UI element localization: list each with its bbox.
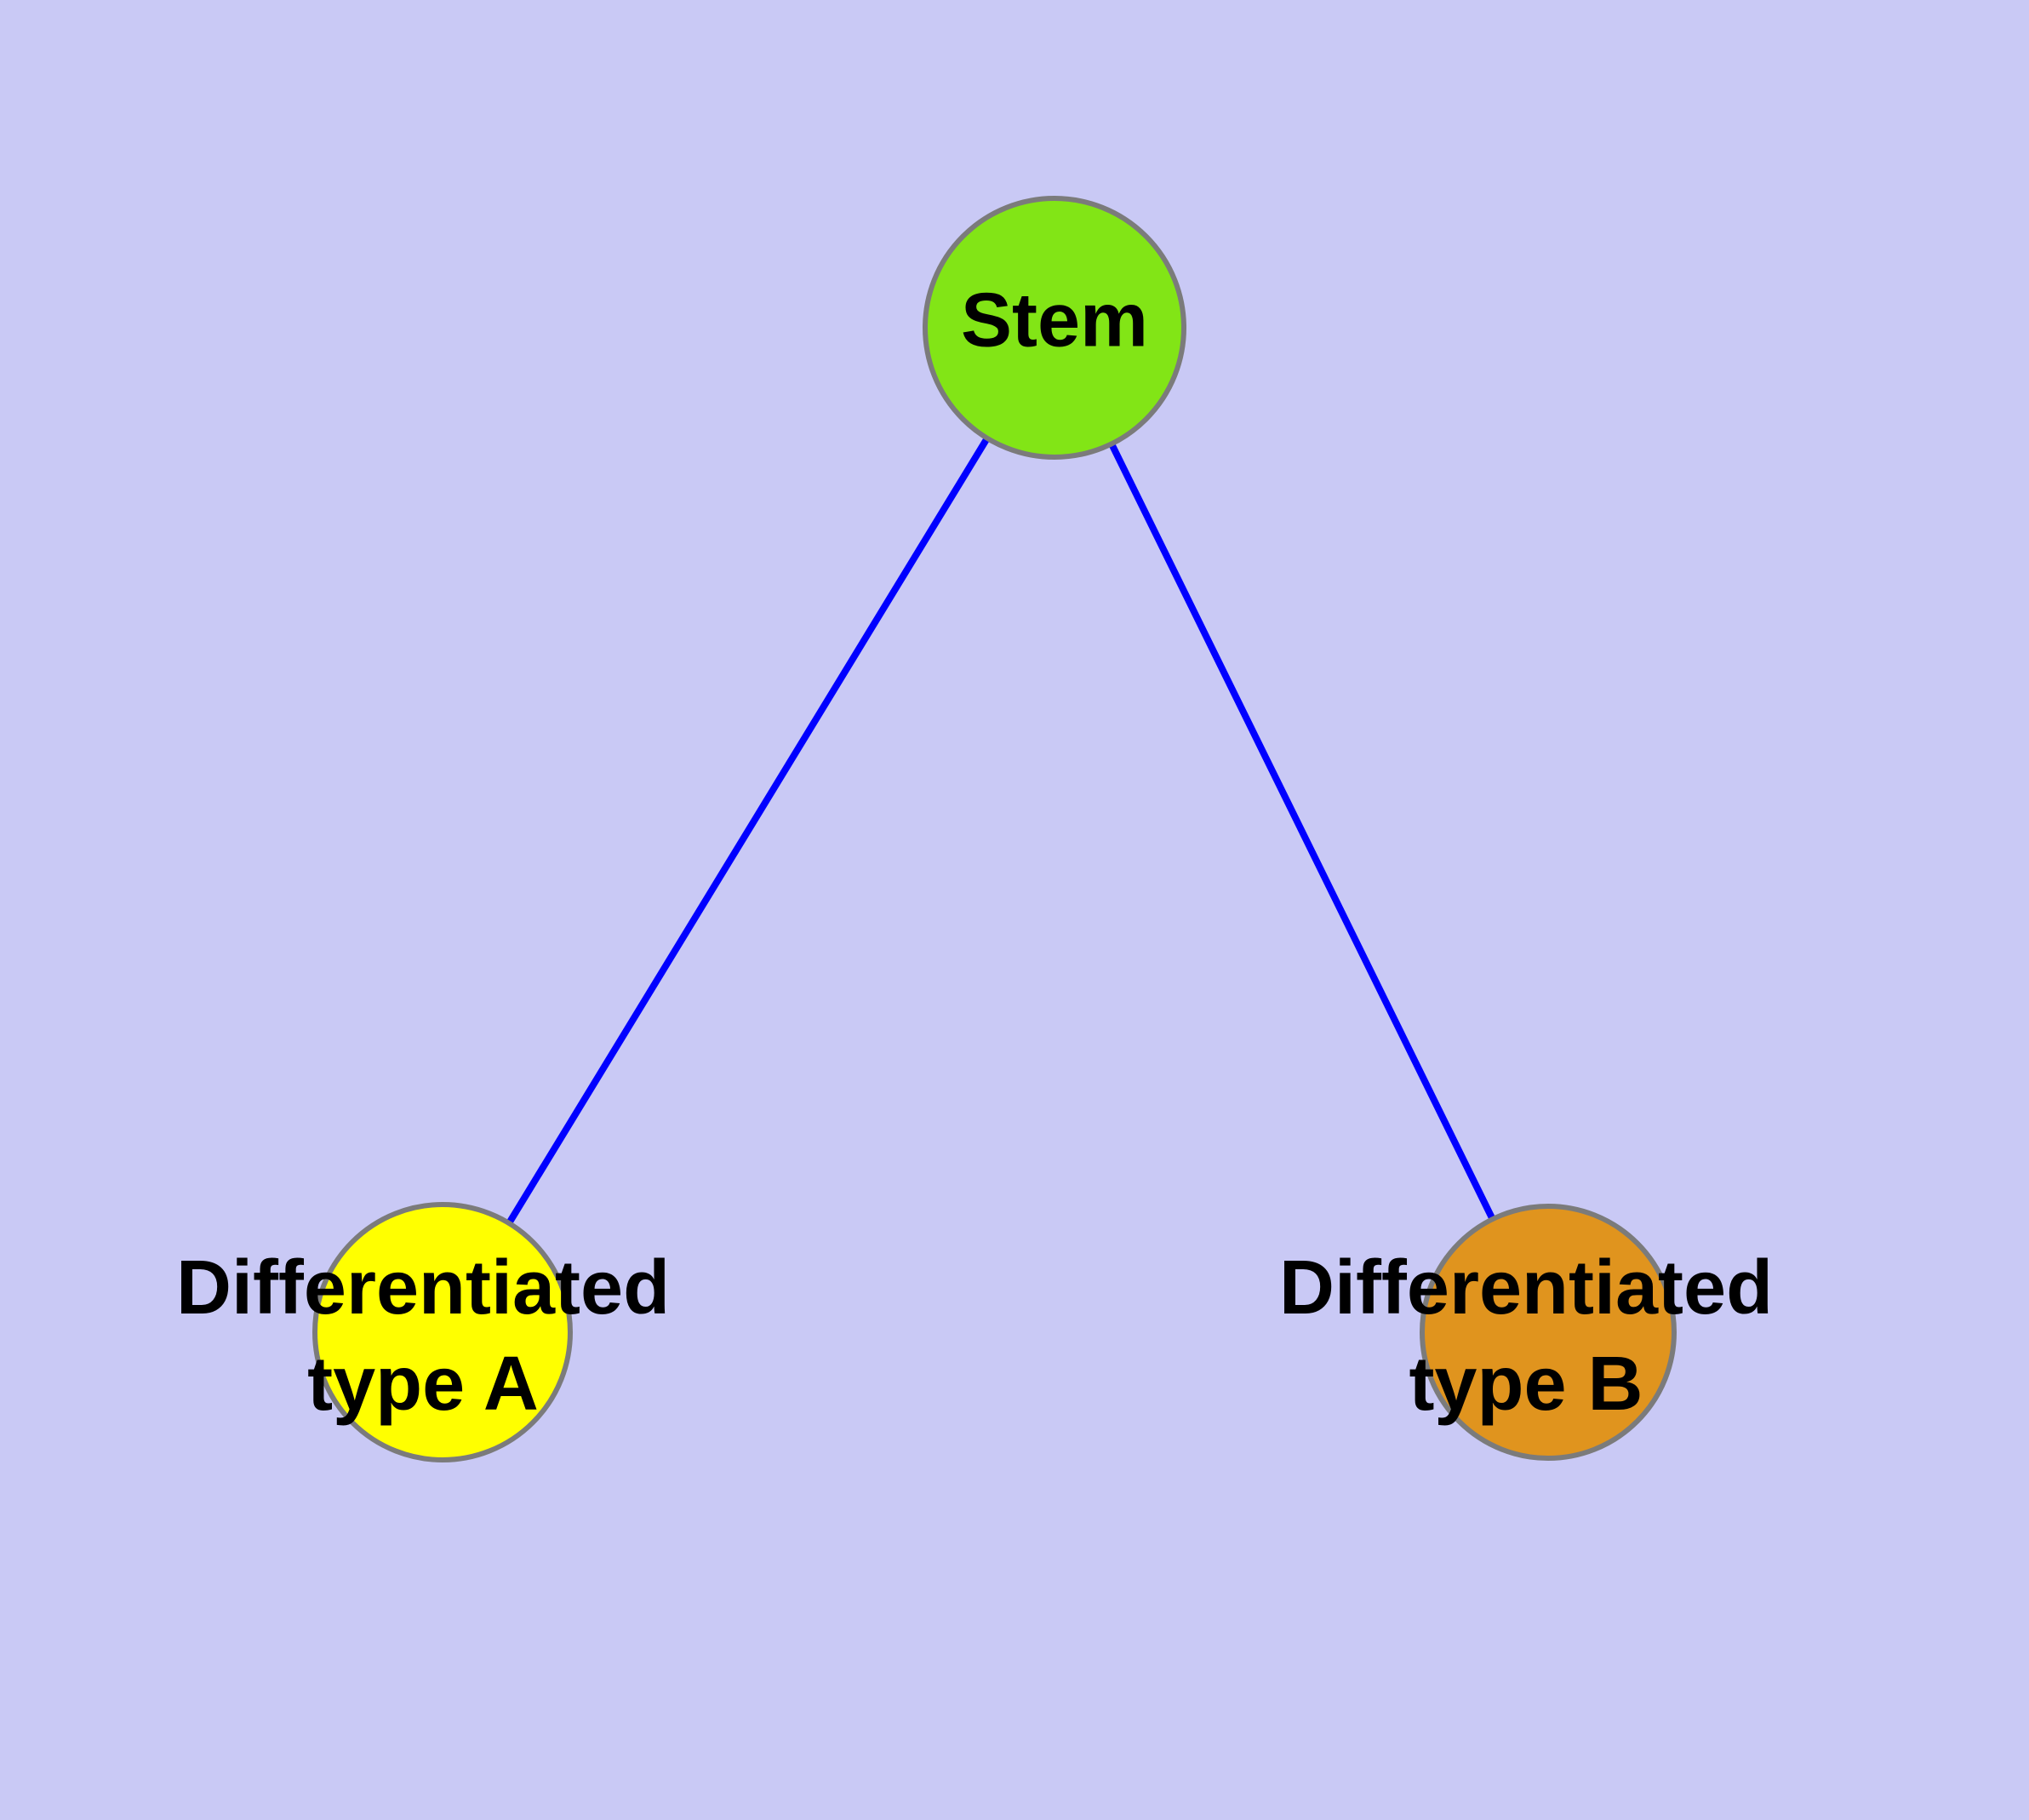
node-type-a-label-line1: Differentiated bbox=[175, 1245, 671, 1331]
edge-stem-to-type-b bbox=[1051, 326, 1552, 1334]
node-type-a bbox=[312, 1202, 573, 1462]
node-type-b-label-line2: type B bbox=[1409, 1342, 1643, 1427]
node-type-a-label-line2: type A bbox=[307, 1342, 539, 1427]
node-stem-label: Stem bbox=[961, 273, 1148, 369]
node-stem bbox=[923, 196, 1186, 460]
node-type-a-label: Differentiated type A bbox=[176, 1240, 670, 1433]
edge-stem-to-type-a bbox=[439, 325, 1058, 1335]
node-type-b-label: Differentiated type B bbox=[1279, 1240, 1773, 1433]
node-stem-label-text: Stem bbox=[960, 278, 1149, 363]
node-type-b-label-line1: Differentiated bbox=[1278, 1245, 1774, 1331]
node-type-b bbox=[1420, 1204, 1677, 1461]
